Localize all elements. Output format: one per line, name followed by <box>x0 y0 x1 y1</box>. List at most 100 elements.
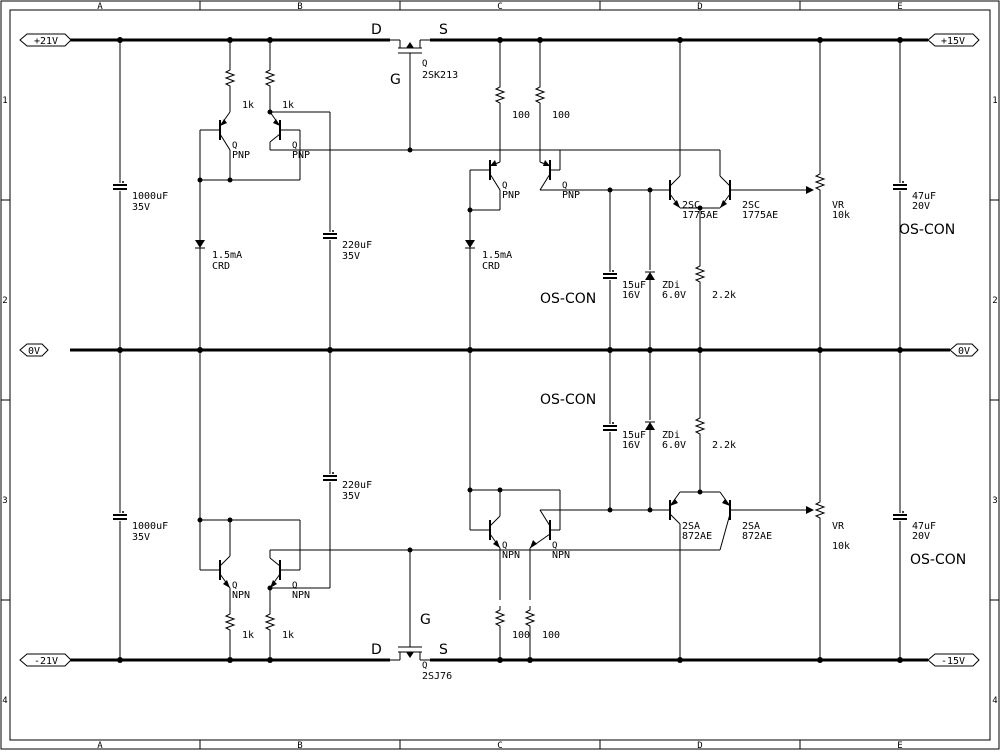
svg-text:CRD: CRD <box>482 261 500 272</box>
port-0v-left: 0V <box>19 343 49 357</box>
svg-text:16V: 16V <box>622 290 640 301</box>
port-minus15v: -15V <box>927 653 980 667</box>
svg-text:CRD: CRD <box>212 261 230 272</box>
svg-text:2SA: 2SA <box>742 521 760 532</box>
q-2sa-a: 2SA 872AE <box>669 491 712 660</box>
svg-text:D: D <box>371 22 382 38</box>
svg-text:220uF: 220uF <box>342 480 372 491</box>
svg-text:Q: Q <box>292 581 297 591</box>
cap-ref-bottom: 15uF 16V <box>602 350 646 510</box>
pnp-b2: Q PNP <box>269 111 310 161</box>
res-c-bottom-1: 100 <box>495 605 530 660</box>
cap-out-bottom: 47uF 20V <box>892 350 936 660</box>
svg-text:Q: Q <box>502 181 507 191</box>
svg-text:1775AE: 1775AE <box>742 210 778 221</box>
cap-out-top: 47uF 20V <box>892 40 936 350</box>
cap-b-top: 220uF 35V <box>322 229 372 350</box>
col-label: B <box>297 741 302 750</box>
svg-text:220uF: 220uF <box>342 240 372 251</box>
col-label: A <box>97 2 103 12</box>
row-label: 3 <box>2 496 7 506</box>
svg-text:ZDi: ZDi <box>662 280 680 291</box>
svg-text:G: G <box>390 72 401 88</box>
fet-top: D S G Q 2SK213 <box>371 22 458 153</box>
res-b-bottom-1: 1k <box>225 609 254 660</box>
row-label: 3 <box>992 496 997 506</box>
npn-b1: Q NPN <box>219 555 250 610</box>
pnp-b1: Q PNP <box>219 111 250 180</box>
row-label: 2 <box>2 296 7 306</box>
svg-text:6.0V: 6.0V <box>662 290 686 301</box>
port-label: +21V <box>34 36 58 47</box>
q-2sc-b: 2SC 1775AE <box>719 175 814 221</box>
col-label: A <box>97 741 103 750</box>
svg-text:D: D <box>371 642 382 658</box>
port-label: 0V <box>958 346 970 357</box>
zener-top: ZDi 6.0V <box>645 190 686 350</box>
port-label: +15V <box>941 36 965 47</box>
svg-text:35V: 35V <box>342 491 360 502</box>
svg-text:15uF: 15uF <box>622 430 646 441</box>
crd-mid: 1.5mA CRD <box>465 240 512 350</box>
svg-text:6.0V: 6.0V <box>662 440 686 451</box>
res-c-bottom-2: 100 <box>525 605 560 660</box>
cap-ref-top: 15uF 16V <box>602 190 646 350</box>
svg-text:PNP: PNP <box>562 190 580 201</box>
svg-text:Q: Q <box>552 541 557 551</box>
col-label: D <box>697 2 702 12</box>
port-plus21v: +21V <box>19 33 72 47</box>
svg-text:2.2k: 2.2k <box>712 440 736 451</box>
svg-text:1.5mA: 1.5mA <box>482 250 512 261</box>
q-2sa-b: 2SA 872AE <box>719 491 814 551</box>
npn-c1: Q NPN <box>489 515 520 600</box>
svg-text:1k: 1k <box>282 100 294 111</box>
svg-text:1000uF: 1000uF <box>132 191 168 202</box>
crd-left: 1.5mA CRD <box>195 240 242 350</box>
svg-text:1000uF: 1000uF <box>132 521 168 532</box>
q-2sc-a: 2SC 1775AE <box>669 40 718 221</box>
svg-text:2SK213: 2SK213 <box>422 70 458 81</box>
pnp-c2: Q PNP <box>539 160 580 201</box>
svg-text:35V: 35V <box>132 202 150 213</box>
zener-bottom: ZDi 6.0V <box>645 350 686 510</box>
npn-c2: Q NPN <box>529 509 570 600</box>
svg-text:2SA: 2SA <box>682 521 700 532</box>
junction-dots <box>117 37 903 663</box>
cap-input-bottom: 1000uF 35V <box>112 350 168 660</box>
svg-text:1.5mA: 1.5mA <box>212 250 242 261</box>
port-minus21v: -21V <box>19 653 72 667</box>
col-label: B <box>297 2 302 12</box>
svg-text:20V: 20V <box>912 201 930 212</box>
svg-text:G: G <box>420 612 431 628</box>
svg-text:35V: 35V <box>132 532 150 543</box>
oscon-label: OS-CON <box>899 222 955 238</box>
svg-text:20V: 20V <box>912 531 930 542</box>
svg-text:ZDi: ZDi <box>662 430 680 441</box>
row-label: 4 <box>992 696 997 706</box>
svg-text:16V: 16V <box>622 440 640 451</box>
svg-text:10k: 10k <box>832 210 850 221</box>
svg-text:VR: VR <box>832 521 845 532</box>
svg-text:Q: Q <box>232 581 237 591</box>
svg-text:47uF: 47uF <box>912 191 936 202</box>
svg-text:NPN: NPN <box>292 590 310 601</box>
npn-b2: Q NPN <box>269 557 310 610</box>
cap-b-bottom: 220uF 35V <box>322 350 372 502</box>
svg-text:NPN: NPN <box>552 550 570 561</box>
fet-bottom: D S G Q 2SJ76 <box>371 550 452 682</box>
row-label: 1 <box>992 96 997 106</box>
svg-text:100: 100 <box>512 630 530 641</box>
col-label: E <box>897 2 902 12</box>
res-c-top-2: 100 <box>535 40 570 162</box>
svg-text:2SJ76: 2SJ76 <box>422 671 452 682</box>
svg-text:2SC: 2SC <box>682 200 700 211</box>
svg-text:NPN: NPN <box>502 550 520 561</box>
svg-text:15uF: 15uF <box>622 280 646 291</box>
row-label: 2 <box>992 296 997 306</box>
svg-text:Q: Q <box>232 141 237 151</box>
svg-text:1k: 1k <box>242 100 254 111</box>
col-label: C <box>497 741 502 750</box>
port-0v-right: 0V <box>949 343 979 357</box>
